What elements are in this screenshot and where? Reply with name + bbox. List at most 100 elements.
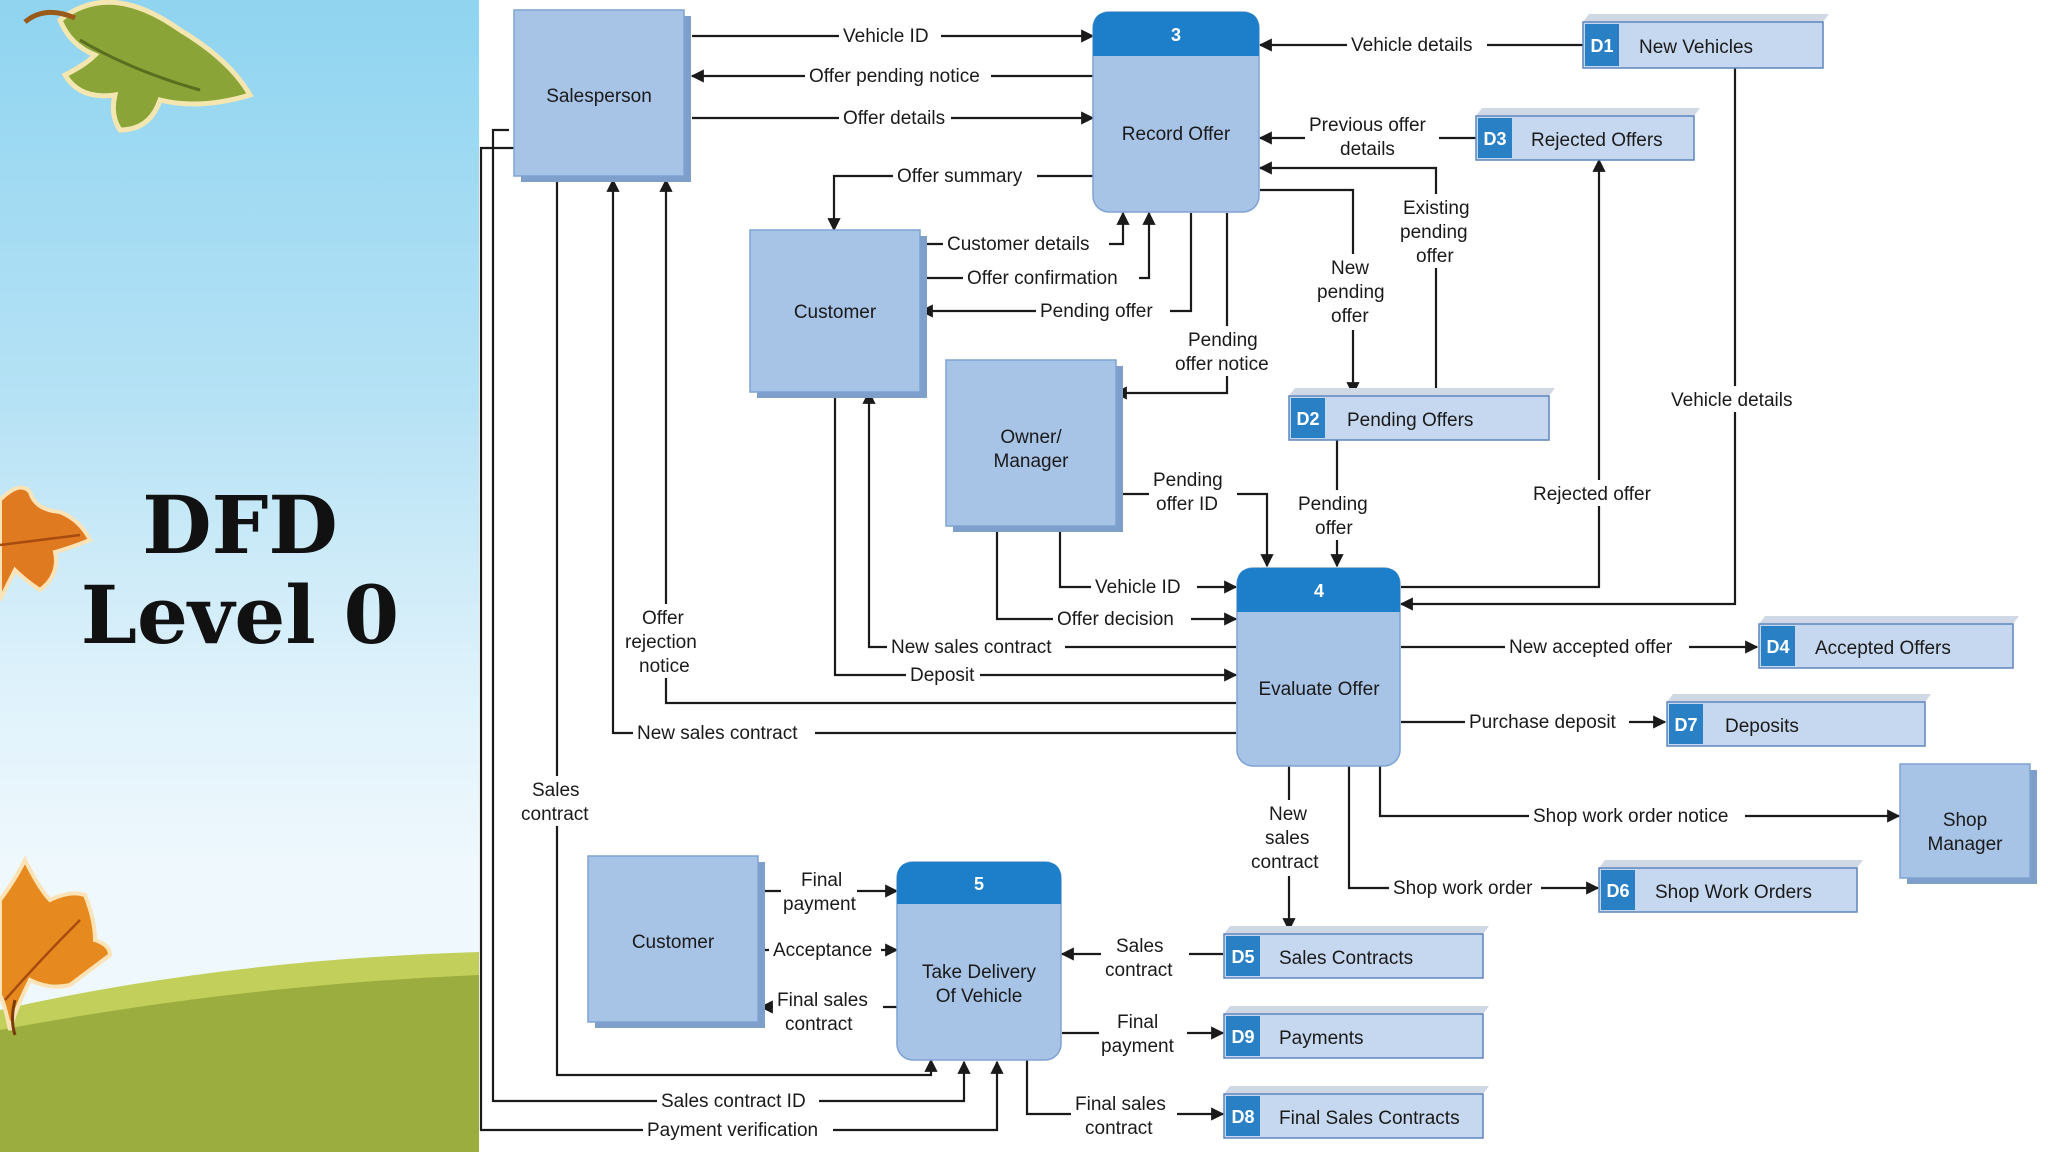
flow-label-new-pending-offer: offer: [1331, 306, 1369, 327]
datastore-d9: D9 Payments: [1223, 1006, 1489, 1059]
flow-label-new-sales-contract: New sales contract: [891, 637, 1052, 658]
flow-label-offer-rejection: Offer: [642, 608, 685, 629]
flow-label-vehicle-details: Vehicle details: [1351, 35, 1472, 56]
datastore-d4: D4 Accepted Offers: [1758, 616, 2019, 669]
datastore-d9-id: D9: [1231, 1027, 1254, 1047]
flow-label-rejected-offer: Rejected offer: [1533, 484, 1652, 505]
flow-label-vehicle-details-2: Vehicle details: [1671, 390, 1792, 411]
entity-customer-top: Customer: [749, 229, 927, 398]
slide-title-line1: DFD: [142, 478, 338, 572]
flow-label-pending-notice-2: offer notice: [1175, 354, 1269, 375]
datastore-d7-name: Deposits: [1725, 716, 1799, 737]
flow-label-new-pending: pending: [1317, 282, 1385, 303]
flow-label-previous-offer-details: details: [1340, 139, 1395, 160]
datastore-d2-id: D2: [1296, 409, 1319, 429]
flow-label-purchase-deposit: Purchase deposit: [1469, 712, 1617, 733]
process-4-id: 4: [1314, 581, 1324, 601]
process-record-offer: 3 Record Offer: [1092, 11, 1260, 213]
datastore-d2: D2 Pending Offers: [1288, 388, 1555, 441]
entity-salesperson-label: Salesperson: [546, 86, 652, 107]
flow-label-final-payment-d9: Final: [1117, 1012, 1158, 1033]
process-evaluate-offer: 4 Evaluate Offer: [1236, 567, 1401, 767]
datastore-d3-name: Rejected Offers: [1531, 130, 1663, 151]
flow-label-pending-notice: Pending: [1188, 330, 1258, 351]
entity-owner-manager: Owner/ Manager: [945, 359, 1123, 532]
flow-label-new: New: [1331, 258, 1369, 279]
datastore-d8-id: D8: [1231, 1107, 1254, 1127]
process-5-name-1: Take Delivery: [922, 962, 1037, 983]
flow-label-sales-contract-id: Sales contract ID: [661, 1091, 806, 1112]
datastore-d5-name: Sales Contracts: [1279, 948, 1413, 969]
process-5-name-2: Of Vehicle: [936, 986, 1023, 1007]
process-3-name: Record Offer: [1122, 124, 1231, 145]
flow-label-existing: Existing: [1403, 198, 1470, 219]
entity-owner-label-2: Manager: [994, 451, 1070, 472]
process-5-id: 5: [974, 874, 984, 894]
flow-label-offer-rejection-3: notice: [639, 656, 690, 677]
entity-owner-label-1: Owner/: [1000, 427, 1062, 448]
leaf-top-icon: [23, 0, 254, 133]
flow-labels: Vehicle ID Offer pending notice Offer de…: [519, 22, 1807, 1142]
entity-shop-manager-label-2: Manager: [1928, 834, 2004, 855]
flow-label-acceptance: Acceptance: [773, 940, 872, 961]
flow-label-pending-offer: Pending offer: [1040, 301, 1153, 322]
flow-label-offer-summary: Offer summary: [897, 166, 1023, 187]
datastore-d1-id: D1: [1590, 36, 1613, 56]
flow-label-shop-work-order-notice: Shop work order notice: [1533, 806, 1728, 827]
flow-label-vehicle-id: Vehicle ID: [843, 26, 929, 47]
flow-label-final-sales-d8-2: contract: [1085, 1118, 1153, 1139]
process-take-delivery: 5 Take Delivery Of Vehicle: [896, 861, 1062, 1061]
datastore-d6-id: D6: [1606, 881, 1629, 901]
decoration-layer: [0, 0, 479, 1152]
entity-salesperson: Salesperson: [513, 9, 691, 182]
flow-label-existing-offer: offer: [1416, 246, 1454, 267]
datastore-d5-id: D5: [1231, 947, 1254, 967]
flow-label-final-payment-d9-2: payment: [1101, 1036, 1175, 1057]
flow-label-final-sales-contract: Final sales: [777, 990, 868, 1011]
slide-title-line2: Level 0: [80, 568, 400, 662]
flow-label-sales-contract-left-2: contract: [521, 804, 589, 825]
flow-label-new-sales-contract-2: New sales contract: [637, 723, 798, 744]
flow-label-final-payment: Final: [801, 870, 842, 891]
process-4-name: Evaluate Offer: [1258, 679, 1380, 700]
datastore-d3: D3 Rejected Offers: [1475, 108, 1700, 161]
flow-label-previous-offer: Previous offer: [1309, 115, 1427, 136]
flow-label-pending-offer-id-2: offer ID: [1156, 494, 1218, 515]
dfd-canvas: Vehicle ID Offer pending notice Offer de…: [479, 9, 2037, 1142]
flow-label-final-payment-2: payment: [783, 894, 857, 915]
datastore-d3-id: D3: [1483, 129, 1506, 149]
datastore-d8: D8 Final Sales Contracts: [1223, 1086, 1489, 1139]
flow-label-new-sc: New: [1269, 804, 1307, 825]
leaf-middle-icon: [0, 485, 93, 601]
entity-customer-top-label: Customer: [794, 302, 877, 323]
flow-label-pending-offer-d2: Pending: [1298, 494, 1368, 515]
flow-label-customer-details: Customer details: [947, 234, 1090, 255]
datastore-d7-id: D7: [1674, 715, 1697, 735]
flow-label-pending-offer-d2-2: offer: [1315, 518, 1353, 539]
flow-label-new-sc-3: contract: [1251, 852, 1319, 873]
flow-label-offer-rejection-2: rejection: [625, 632, 697, 653]
datastore-d1-name: New Vehicles: [1639, 37, 1753, 58]
entity-shop-manager: Shop Manager: [1899, 763, 2037, 884]
datastore-d2-name: Pending Offers: [1347, 410, 1473, 431]
flow-label-pending-offer-id: Pending: [1153, 470, 1223, 491]
slide-title: DFD Level 0: [40, 480, 440, 660]
flow-label-offer-decision: Offer decision: [1057, 609, 1174, 630]
flow-label-shop-work-order: Shop work order: [1393, 878, 1533, 899]
flow-label-sales-contract-d5: Sales: [1116, 936, 1164, 957]
flow-label-offer-details: Offer details: [843, 108, 945, 129]
flow-label-offer-confirmation: Offer confirmation: [967, 268, 1118, 289]
entity-customer-bottom-label: Customer: [632, 932, 715, 953]
flow-label-existing-pending: pending: [1400, 222, 1468, 243]
datastore-d4-name: Accepted Offers: [1815, 638, 1951, 659]
datastore-d8-name: Final Sales Contracts: [1279, 1108, 1460, 1129]
datastore-d5: D5 Sales Contracts: [1223, 926, 1489, 979]
flow-label-new-sc-2: sales: [1265, 828, 1309, 849]
flow-label-sales-contract-d5-2: contract: [1105, 960, 1173, 981]
flow-label-final-sales-d8: Final sales: [1075, 1094, 1166, 1115]
flow-label-deposit: Deposit: [910, 665, 975, 686]
dfd-diagram: Vehicle ID Offer pending notice Offer de…: [479, 0, 2048, 1152]
datastore-d6-name: Shop Work Orders: [1655, 882, 1812, 903]
flow-label-vehicle-id-2: Vehicle ID: [1095, 577, 1181, 598]
leaf-bottom-icon: [0, 855, 113, 1036]
